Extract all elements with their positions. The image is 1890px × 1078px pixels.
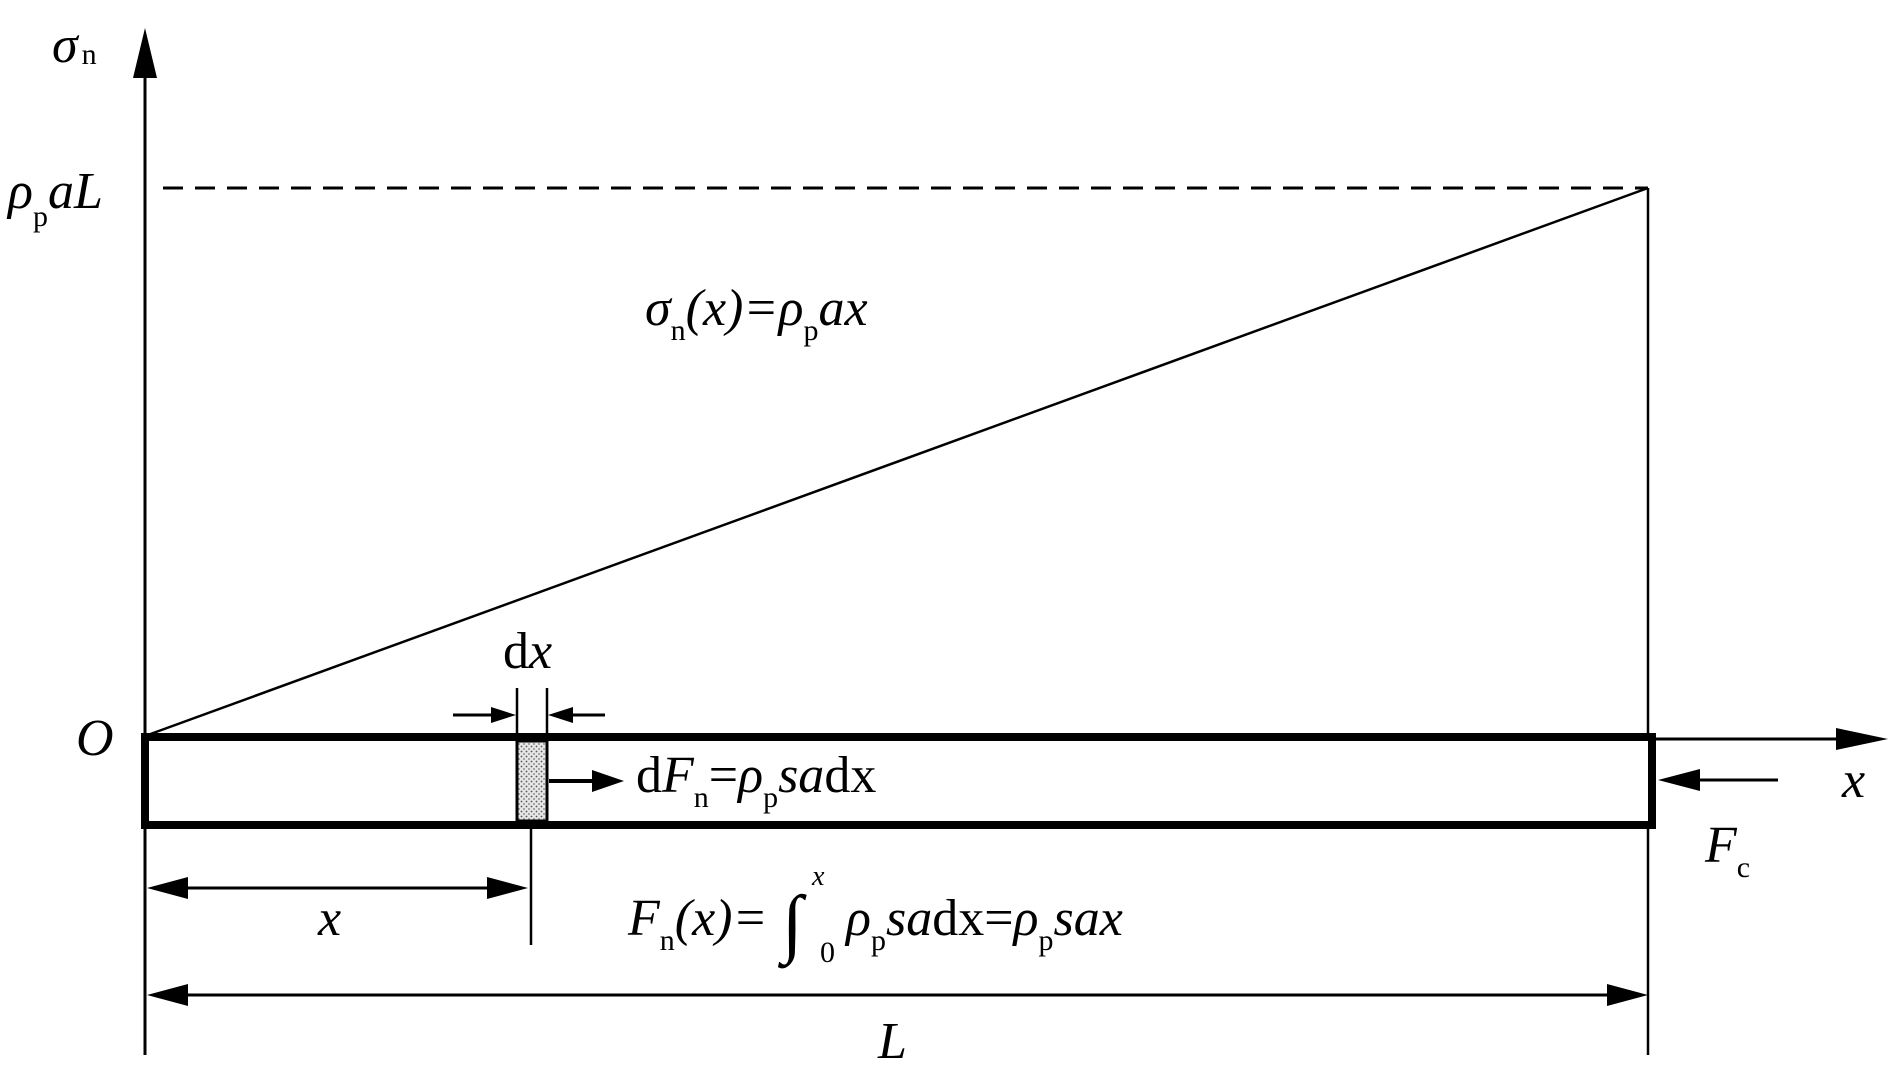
stress-formula-rho-sub: p <box>803 314 818 347</box>
dx-arrow-left-head <box>491 707 516 723</box>
Fc-label-F: F <box>1704 817 1738 874</box>
force-formula-rho1-sub: p <box>871 924 886 957</box>
max-stress-tail: aL <box>48 163 103 220</box>
dx-arrow-right-head <box>548 707 573 723</box>
differential-element <box>515 739 549 823</box>
L-dimension-right-head <box>1607 984 1648 1006</box>
integral-lower-limit: 0 <box>820 936 835 969</box>
force-formula-F-sub: n <box>660 924 675 957</box>
integral-sign: ∫ <box>778 881 807 969</box>
x-axis-arrowhead <box>1836 728 1888 750</box>
dx-label-d: d <box>503 623 529 680</box>
Fc-arrow-head <box>1658 769 1700 791</box>
dFn-formula-F: F <box>661 747 695 804</box>
dFn-arrow-head <box>592 770 624 792</box>
force-formula-F: F <box>627 890 661 947</box>
Fc-label-sub: c <box>1737 851 1750 884</box>
force-formula-rho1: ρ <box>844 890 871 947</box>
stress-distribution-line <box>144 186 1649 738</box>
bar <box>141 733 1656 829</box>
y-axis-sub: n <box>82 38 97 71</box>
force-formula-rho2-sub: p <box>1039 924 1054 957</box>
integral-upper-limit: x <box>811 861 825 892</box>
dFn-formula-rho: ρ <box>736 747 763 804</box>
max-stress-rho: ρ <box>6 163 33 220</box>
max-stress-label: ρpaL <box>6 163 103 233</box>
x-axis-label: x <box>1841 752 1865 809</box>
force-formula: Fn(x)= <box>627 890 768 957</box>
x-dimension-left-head <box>147 877 188 899</box>
stress-formula-rho: ρ <box>776 280 803 337</box>
dFn-formula: dFn=ρpsadx <box>636 747 876 814</box>
force-formula-tail: sax <box>1054 890 1123 947</box>
stress-formula: σn(x)=ρpax <box>645 280 868 347</box>
L-dimension-label: L <box>877 1013 907 1070</box>
dFn-formula-equals: = <box>709 747 738 804</box>
force-formula-argument: (x)= <box>675 890 768 947</box>
stress-formula-tail: ax <box>818 280 867 337</box>
dFn-formula-rho-sub: p <box>763 781 778 814</box>
y-axis-arrowhead <box>133 28 157 78</box>
dFn-formula-dx: dx <box>824 747 876 804</box>
x-dimension-right-head <box>487 877 528 899</box>
stress-formula-sigma-sub: n <box>671 314 686 347</box>
Fc-label: Fc <box>1704 817 1750 884</box>
force-formula-sa: sa <box>886 890 932 947</box>
y-axis-sigma: σ <box>52 17 80 74</box>
force-formula-rho2: ρ <box>1012 890 1039 947</box>
dx-label-x: x <box>528 623 552 680</box>
max-stress-rho-sub: p <box>33 200 48 233</box>
stress-formula-argument: (x)= <box>686 280 779 337</box>
dx-label: dx <box>503 623 552 680</box>
force-formula-integrand: ρpsadx=ρpsax <box>844 890 1123 957</box>
stress-formula-sigma: σ <box>645 280 673 337</box>
force-formula-dx-equals: dx= <box>932 890 1013 947</box>
origin-label: O <box>76 710 114 767</box>
x-dimension-label: x <box>317 890 341 947</box>
L-dimension-left-head <box>147 984 188 1006</box>
dFn-formula-sa: sa <box>778 747 824 804</box>
dFn-formula-d: d <box>636 747 662 804</box>
dFn-formula-F-sub: n <box>694 781 709 814</box>
